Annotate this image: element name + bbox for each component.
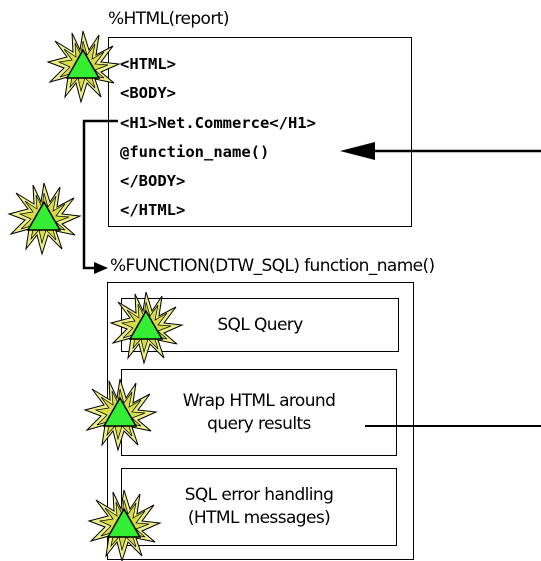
sql-query-label: SQL Query [217,314,303,335]
wrap-html-label-line2: query results [207,413,311,434]
report-template-box [108,37,412,227]
sql-error-label-line1: SQL error handling [184,485,334,505]
code-line-function-call: @function_name() [120,142,270,161]
code-line-html-open: <HTML> [120,55,176,73]
wrap-html-box: Wrap HTML around query results [121,369,397,456]
starburst-triangle-icon [8,182,81,255]
starburst-triangle-icon [84,378,157,451]
starburst-triangle-icon [88,489,161,561]
starburst-triangle-icon [47,30,120,103]
starburst-triangle-icon [110,291,183,364]
sql-error-label-line2: (HTML messages) [187,508,331,528]
code-line-html-close: </HTML> [120,201,186,220]
wrap-html-label-line1: Wrap HTML around [182,390,336,411]
code-line-body-open: <BODY> [120,84,176,103]
connector-report-to-function [82,119,118,270]
sql-error-box: SQL error handling (HTML messages) [121,468,397,546]
report-code: <HTML> <BODY> <H1>Net.Commerce</H1> @fun… [120,50,316,226]
sql-query-box: SQL Query [121,298,399,352]
incoming-arrowhead [340,142,375,160]
code-line-heading: <H1>Net.Commerce</H1> [120,113,316,132]
code-line-body-close: </BODY> [120,172,186,191]
connector-arrowhead [94,262,108,274]
report-title: %HTML(report) [108,9,229,29]
function-title: %FUNCTION(DTW_SQL) function_name() [110,256,435,276]
